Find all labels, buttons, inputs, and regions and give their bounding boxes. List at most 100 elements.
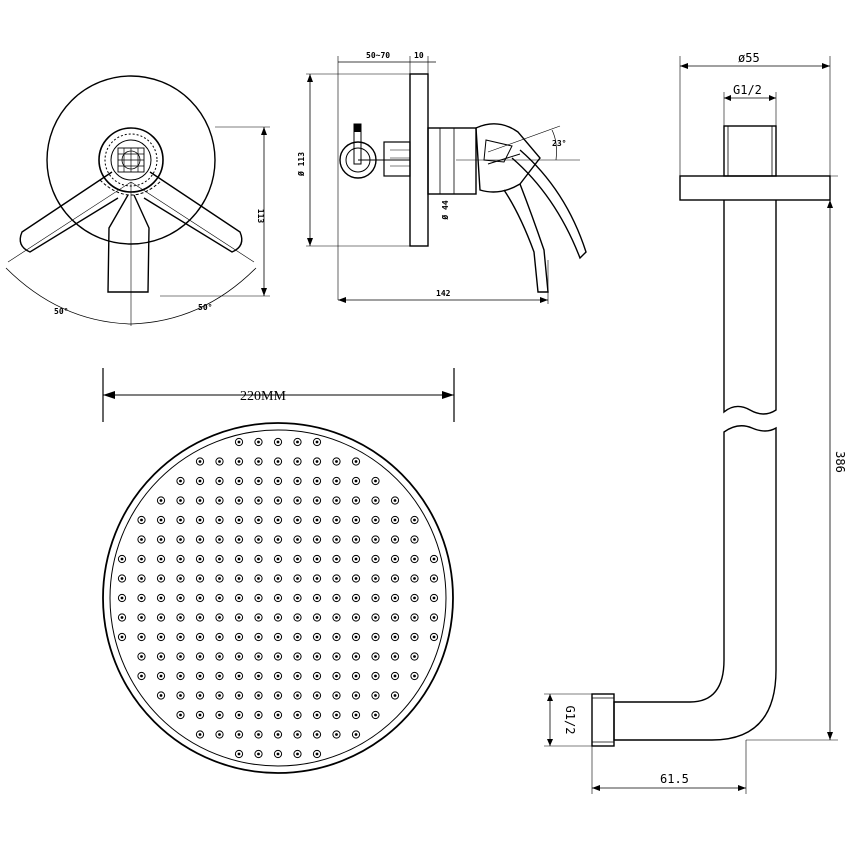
nozzle-center [198,713,202,717]
side-depth-range-label: 50~70 [366,51,390,60]
nozzle-center [315,655,319,658]
nozzle [215,554,224,564]
nozzle [332,632,341,642]
nozzle-center [296,635,299,639]
nozzle [234,593,244,603]
nozzle [410,652,419,661]
nozzle [390,691,400,700]
nozzle [137,652,146,661]
nozzle [176,671,185,681]
nozzle [351,457,361,466]
nozzle [351,730,361,739]
nozzle-center [296,596,299,600]
nozzle-center [276,635,280,639]
nozzle-center [413,635,416,639]
side-wall-plate [409,73,429,247]
nozzle-center [179,518,182,522]
nozzle [371,476,380,486]
nozzle [390,671,400,681]
nozzle-center [296,479,299,483]
nozzle [390,496,400,505]
nozzle-center [159,635,163,639]
nozzle [234,632,244,642]
nozzle [137,671,146,681]
nozzle-center [237,440,241,444]
nozzle-center [140,674,143,678]
nozzle-center [335,694,338,697]
nozzle [215,730,224,739]
shower-arm-view: ø55 G1/2 386 G1/2 61.5 [544,51,846,794]
nozzle [254,652,263,661]
nozzle-center [413,538,416,541]
nozzle-center [315,733,319,736]
nozzle-center [218,577,221,580]
nozzle [293,457,302,466]
nozzle [332,554,341,564]
nozzle [312,710,322,720]
nozzle-center [296,460,299,463]
nozzle [312,691,322,700]
nozzle-center [296,752,299,756]
nozzle-center [257,518,260,522]
nozzle-center [159,655,163,658]
nozzle [371,574,380,583]
nozzle [390,632,400,642]
nozzle [312,749,322,759]
nozzle-center [179,577,182,580]
nozzle-center [393,538,397,541]
nozzle [273,749,283,759]
nozzle-center [218,557,221,561]
nozzle-center [237,479,241,483]
nozzle [273,730,283,739]
nozzle [156,613,166,622]
nozzle [254,749,263,759]
nozzle [312,730,322,739]
nozzle-center [159,557,163,561]
nozzle-center [393,499,397,502]
nozzle-center [198,733,202,736]
side-angle-label: 23° [552,139,566,148]
nozzle-center [315,518,319,522]
nozzle-center [198,518,202,522]
nozzle [117,613,127,622]
nozzle-center [335,479,338,483]
nozzle-center [140,538,143,541]
nozzle [156,554,166,564]
nozzle-center [413,655,416,658]
arm-height-label: 386 [833,451,846,473]
front-angle-right-label: 50° [198,303,212,312]
nozzle-center [237,713,241,717]
nozzle-center [315,596,319,600]
nozzle-center [198,694,202,697]
nozzle-center [315,752,319,756]
nozzle-center [276,616,280,619]
nozzle-center [257,596,260,600]
nozzle [312,574,322,583]
nozzle-center [218,616,221,619]
nozzle-center [393,557,397,561]
nozzle [176,691,185,700]
nozzle [390,593,400,603]
nozzle [371,652,380,661]
nozzle [351,574,361,583]
nozzle [351,496,361,505]
nozzle [332,652,341,661]
nozzle-center [315,577,319,580]
nozzle [273,496,283,505]
nozzle [293,691,302,700]
nozzle-center [257,479,260,483]
nozzle [312,457,322,466]
nozzle-center [335,577,338,580]
nozzle-center [159,499,163,502]
nozzle-center [335,733,338,736]
nozzle [234,437,244,447]
nozzle-center [218,655,221,658]
nozzle [195,710,205,720]
nozzle [215,593,224,603]
nozzle-center [413,577,416,580]
nozzle-center [315,635,319,639]
side-cartridge-body [383,141,411,177]
side-handle-detail [483,139,521,165]
nozzle [293,749,302,759]
nozzle-center [432,616,436,619]
